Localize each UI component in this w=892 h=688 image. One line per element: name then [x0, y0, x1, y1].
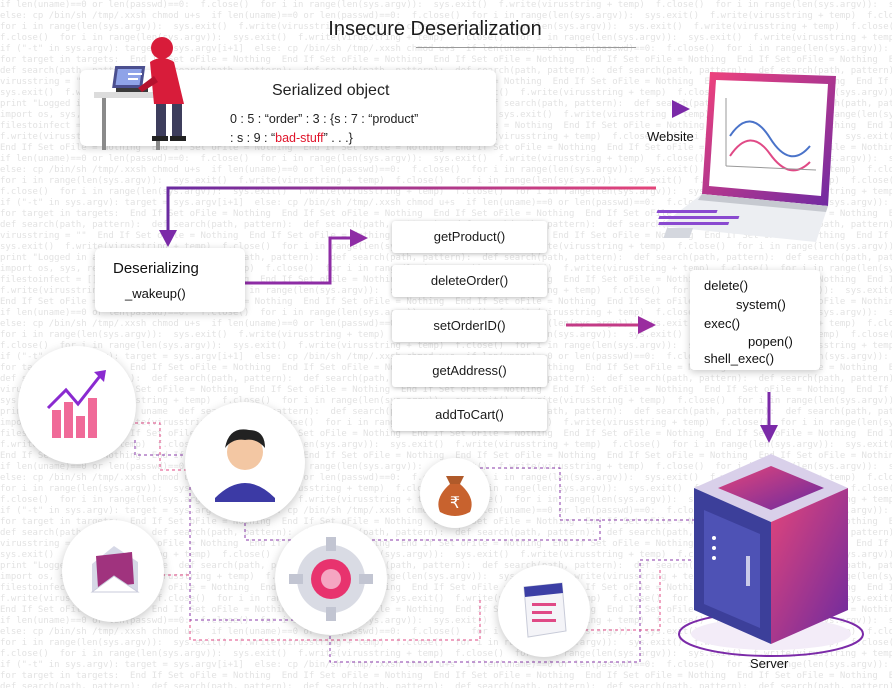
hacker-icon [94, 37, 186, 150]
serialized-line-1: 0 : 5 : “order” : 3 : {s : 7 : “product” [230, 112, 419, 126]
chart-circle [18, 346, 136, 464]
arrow-to-commands [566, 316, 656, 334]
server-icon [678, 454, 864, 657]
svg-text:₹: ₹ [450, 493, 460, 512]
arrow-to-server [760, 392, 778, 443]
cmd-delete: delete() [704, 278, 749, 293]
title-underline [416, 47, 636, 48]
document-circle [498, 565, 590, 657]
deserializing-title: Deserializing [113, 260, 199, 277]
arrow-to-website [514, 100, 690, 118]
bad-stuff-text: bad-stuff [275, 131, 324, 145]
cmd-popen: popen() [748, 334, 793, 349]
arrow-to-methods [245, 229, 368, 285]
money-circle: ₹ [420, 458, 490, 528]
method-delete-order: deleteOrder() [392, 265, 547, 297]
method-get-product: getProduct() [392, 221, 547, 253]
wakeup-method: _wakeup() [125, 286, 186, 301]
serialized-line-2: : s : 9 : “bad-stuff” . . .} [230, 129, 418, 148]
email-circle [62, 520, 164, 622]
dangerous-commands-card: delete() system() exec() popen() shell_e… [690, 270, 820, 370]
serialized-code: 0 : 5 : “order” : 3 : {s : 7 : “product”… [230, 110, 418, 148]
cmd-system: system() [736, 297, 786, 312]
method-add-to-cart: addToCart() [392, 399, 547, 431]
serialized-title: Serialized object [272, 82, 390, 99]
method-set-order-id: setOrderID() [392, 310, 547, 342]
laptop-icon [656, 72, 836, 242]
website-label: Website [647, 129, 694, 144]
cmd-shell-exec: shell_exec() [704, 351, 775, 366]
gear-circle [275, 523, 387, 635]
gear-icon [289, 537, 373, 621]
method-get-address: getAddress() [392, 355, 547, 387]
serialized-line-2-post: ” . . .} [323, 131, 353, 145]
email-icon [90, 546, 140, 593]
deserializing-card: Deserializing _wakeup() [95, 248, 245, 312]
money-bag-icon: ₹ [438, 476, 472, 516]
page-title: Insecure Deserialization [328, 18, 542, 40]
arrow-to-deserializing [159, 186, 656, 247]
server-label: Server [750, 656, 789, 671]
chart-icon [46, 370, 106, 438]
serialized-line-2-pre: : s : 9 : “ [230, 131, 276, 145]
user-circle [185, 402, 305, 522]
document-icon [523, 582, 567, 638]
cmd-exec: exec() [704, 316, 741, 331]
user-avatar-icon [215, 429, 275, 502]
